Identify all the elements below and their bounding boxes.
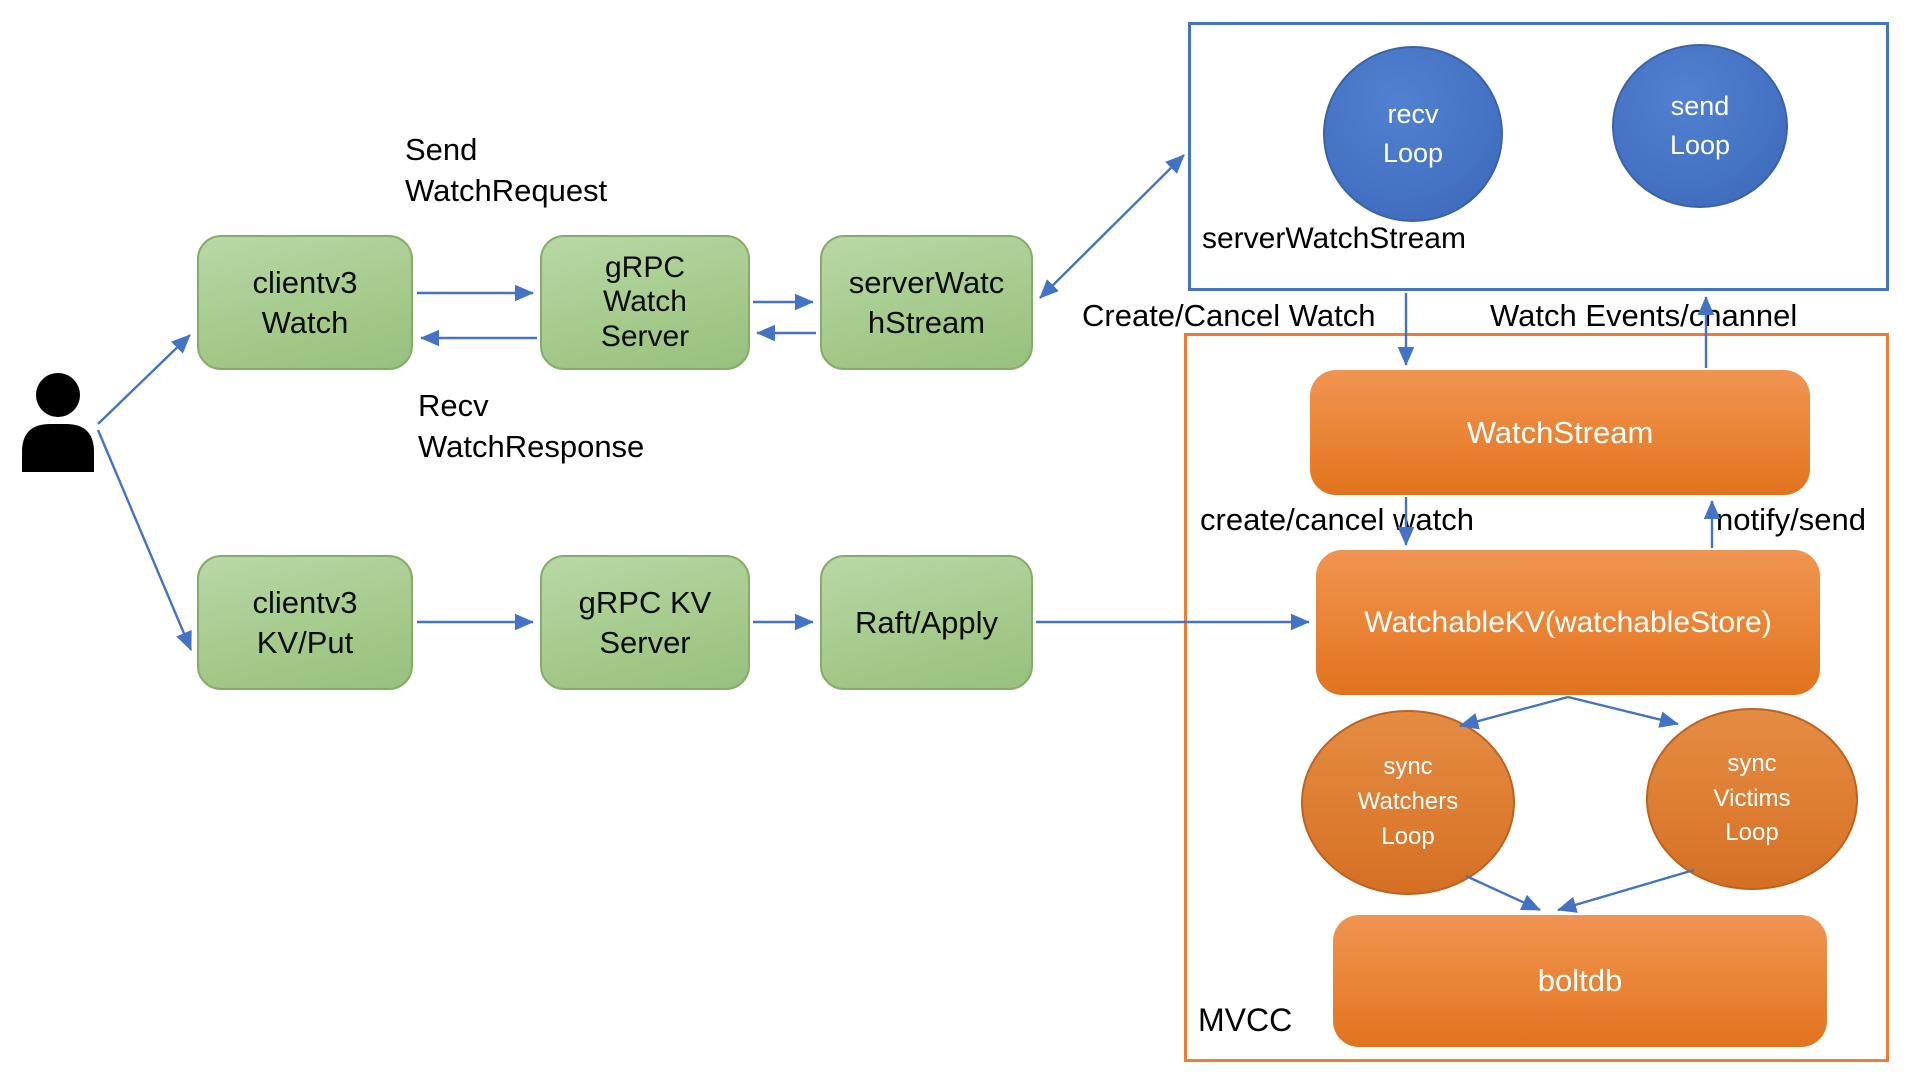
label-send-watchrequest: Send WatchRequest (405, 132, 608, 208)
person-icon (22, 373, 94, 472)
container-mvcc (1184, 333, 1889, 1062)
label-notify-send: notify/send (1716, 502, 1866, 537)
node-boltdb: boltdb (1333, 915, 1827, 1047)
node-grpc-watch-server: gRPC Watch Server (540, 235, 750, 370)
node-server-watch-stream: serverWatc hStream (820, 235, 1033, 370)
label-server-watch-stream-title: serverWatchStream (1202, 222, 1466, 255)
arrow-server-watch-stream-to-blue-container (1039, 154, 1185, 299)
user-actor-icon (16, 372, 100, 472)
node-sync-victims-loop: sync Victims Loop (1646, 708, 1858, 890)
node-sync-watchers-loop: sync Watchers Loop (1301, 710, 1515, 895)
node-raft-apply: Raft/Apply (820, 555, 1033, 690)
node-watch-stream: WatchStream (1310, 370, 1810, 495)
node-send-loop: send Loop (1612, 44, 1788, 208)
node-watchable-kv: WatchableKV(watchableStore) (1316, 550, 1820, 695)
node-grpc-kv-server: gRPC KV Server (540, 555, 750, 690)
label-create-cancel-watch-lower: create/cancel watch (1200, 502, 1474, 537)
node-clientv3-kv-put: clientv3 KV/Put (197, 555, 413, 690)
label-mvcc-title: MVCC (1198, 1002, 1293, 1038)
arrow-user-to-clientv3-kv-put (96, 429, 193, 651)
label-watch-events-channel: Watch Events/channel (1490, 298, 1798, 333)
label-recv-watchresponse: Recv WatchResponse (418, 388, 645, 464)
node-clientv3-watch: clientv3 Watch (197, 235, 413, 370)
container-server-watch-stream (1188, 22, 1889, 291)
arrow-user-to-clientv3-watch (97, 334, 191, 425)
node-recv-loop: recv Loop (1323, 46, 1503, 222)
label-create-cancel-watch: Create/Cancel Watch (1082, 298, 1376, 333)
